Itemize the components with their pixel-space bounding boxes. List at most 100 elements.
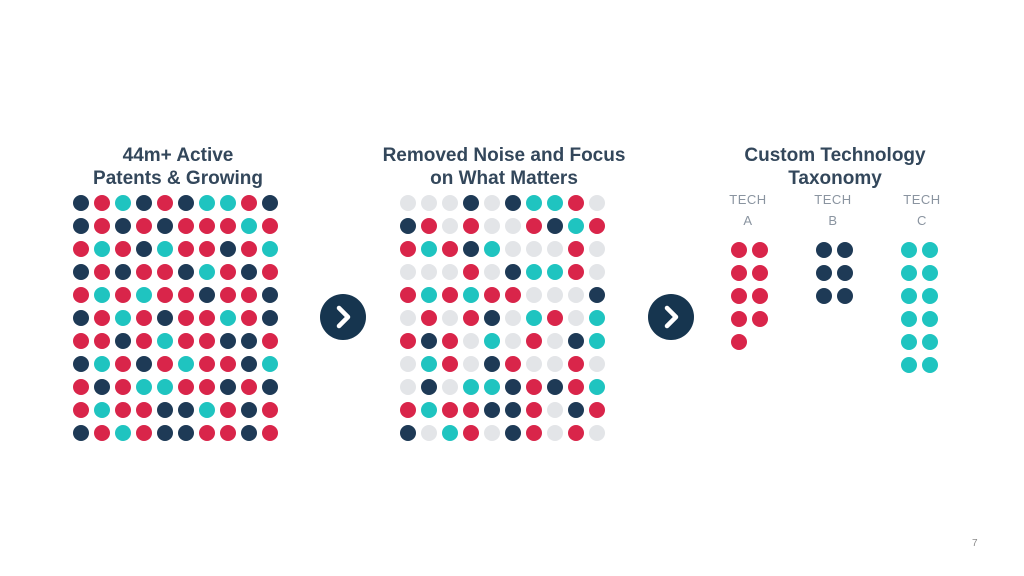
red-dot [73,241,89,257]
navy-dot [837,288,853,304]
teal-dot [922,288,938,304]
teal-dot [94,287,110,303]
teal-dot [901,265,917,281]
navy-dot [157,310,173,326]
red-dot [568,195,584,211]
grey-dot [484,218,500,234]
teal-dot [157,379,173,395]
navy-dot [505,425,521,441]
grey-dot [421,425,437,441]
red-dot [199,356,215,372]
navy-dot [136,195,152,211]
red-dot [136,402,152,418]
red-dot [589,218,605,234]
teal-dot [526,264,542,280]
tech-c-label: TECH C [892,189,952,231]
navy-dot [505,195,521,211]
red-dot [526,402,542,418]
red-dot [136,425,152,441]
navy-dot [505,379,521,395]
red-dot [199,425,215,441]
navy-dot [421,333,437,349]
navy-dot [178,402,194,418]
red-dot [115,402,131,418]
red-dot [220,402,236,418]
panel-1-title-line2: Patents & Growing [93,168,263,189]
navy-dot [73,356,89,372]
navy-dot [547,218,563,234]
navy-dot [157,402,173,418]
navy-dot [262,310,278,326]
red-dot [241,310,257,326]
red-dot [157,195,173,211]
grey-dot [442,195,458,211]
grey-dot [421,264,437,280]
teal-dot [922,311,938,327]
chevron-right-icon [336,305,351,329]
navy-dot [421,379,437,395]
red-dot [73,287,89,303]
teal-dot [241,218,257,234]
red-dot [94,310,110,326]
teal-dot [220,195,236,211]
red-dot [442,333,458,349]
teal-dot [157,241,173,257]
red-dot [463,310,479,326]
navy-dot [73,264,89,280]
red-dot [731,242,747,258]
grey-dot [547,333,563,349]
grey-dot [547,241,563,257]
red-dot [589,402,605,418]
red-dot [136,218,152,234]
red-dot [220,218,236,234]
red-dot [463,402,479,418]
teal-dot [199,264,215,280]
grey-dot [589,356,605,372]
panel-3-title: Custom Technology Taxonomy [715,144,955,190]
navy-dot [241,356,257,372]
grey-dot [526,241,542,257]
grey-dot [400,356,416,372]
red-dot [199,241,215,257]
navy-dot [589,287,605,303]
tech-b-label-line1: TECH [814,192,852,207]
grey-dot [400,379,416,395]
navy-dot [816,265,832,281]
teal-dot [421,402,437,418]
red-dot [199,379,215,395]
red-dot [505,356,521,372]
navy-dot [463,241,479,257]
teal-dot [589,333,605,349]
panel-3-title-line2: Taxonomy [788,168,882,189]
grey-dot [484,264,500,280]
teal-dot [94,402,110,418]
red-dot [505,287,521,303]
teal-dot [901,311,917,327]
grey-dot [589,425,605,441]
grey-dot [484,425,500,441]
red-dot [94,218,110,234]
navy-dot [115,218,131,234]
grey-dot [442,379,458,395]
teal-dot [568,218,584,234]
navy-dot [220,241,236,257]
navy-dot [400,425,416,441]
panel-3-title-line1: Custom Technology [744,145,926,166]
red-dot [262,425,278,441]
red-dot [73,379,89,395]
navy-dot [484,402,500,418]
navy-dot [262,287,278,303]
grey-dot [442,264,458,280]
teal-dot [922,242,938,258]
teal-dot [136,379,152,395]
tech-a-label-line2: A [743,213,753,228]
red-dot [526,333,542,349]
grey-dot [463,356,479,372]
red-dot [115,356,131,372]
grey-dot [484,195,500,211]
grey-dot [400,310,416,326]
navy-dot [73,218,89,234]
grey-dot [400,195,416,211]
navy-dot [547,379,563,395]
red-dot [568,425,584,441]
